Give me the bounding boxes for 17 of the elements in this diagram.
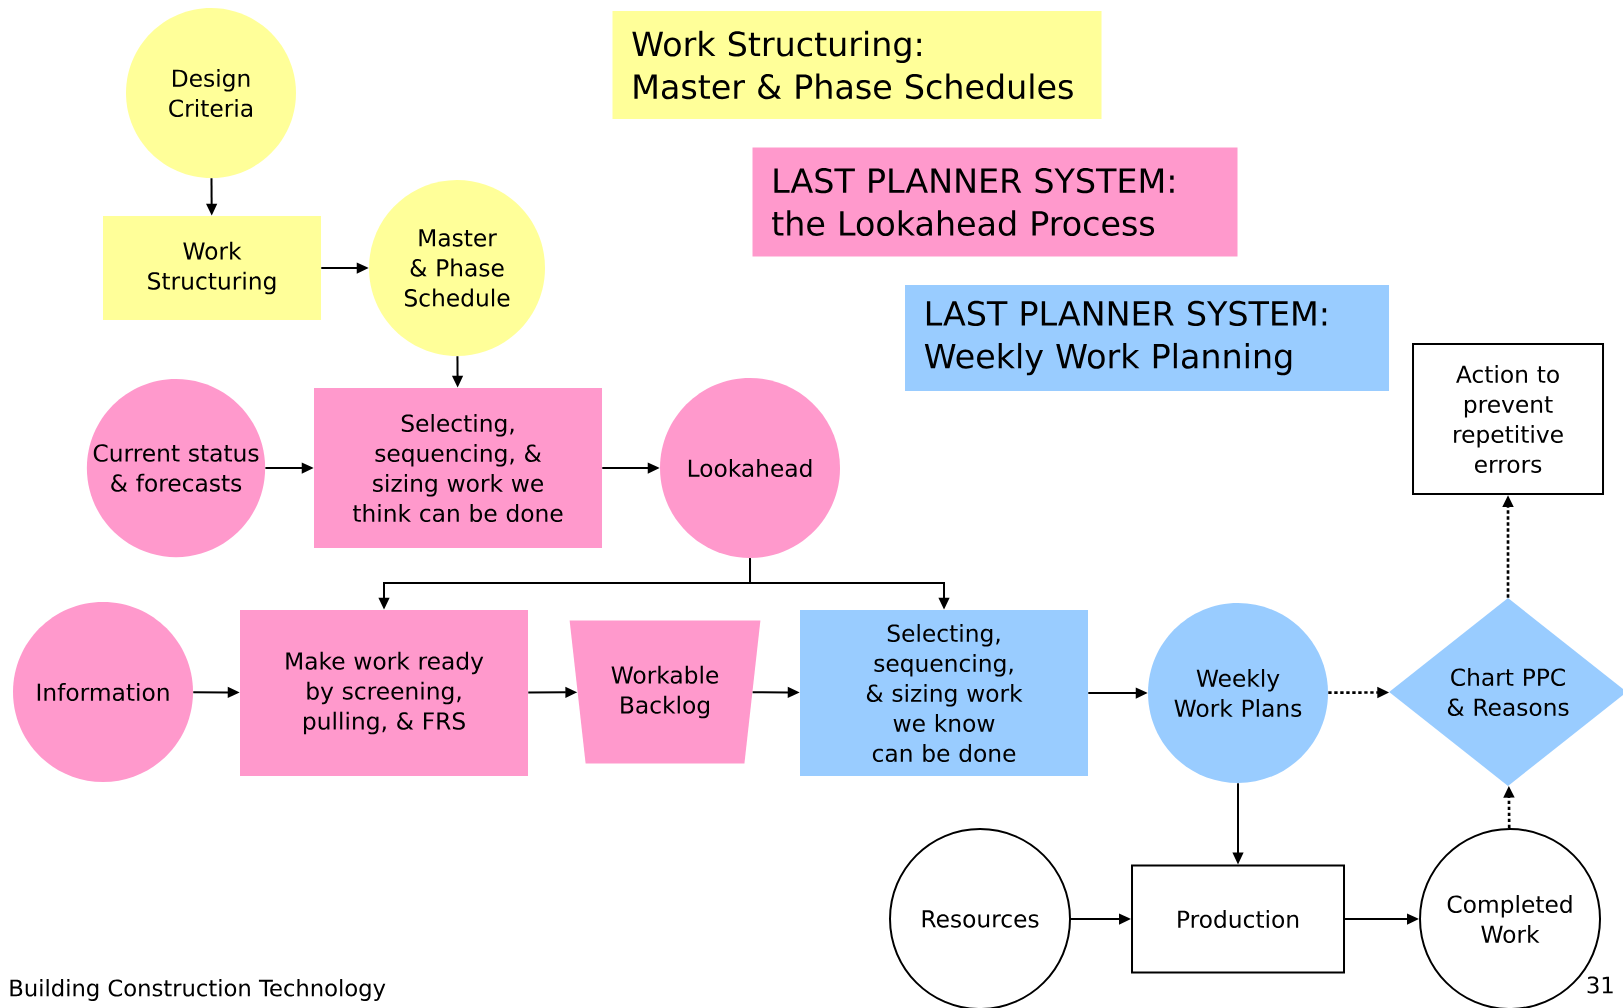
- title-box: Work Structuring: Master & Phase Schedules: [612, 11, 1102, 119]
- process-box: Selecting, sequencing, & sizing work we know can be done: [800, 610, 1088, 776]
- process-box: Make work ready by screening, pulling, & FRS: [240, 610, 528, 776]
- circle-node: Master & Phase Schedule: [369, 180, 545, 356]
- circle-node: Lookahead: [660, 378, 840, 558]
- title-box: LAST PLANNER SYSTEM: the Lookahead Process: [752, 147, 1238, 257]
- title-box: LAST PLANNER SYSTEM: Weekly Work Planning: [905, 285, 1389, 391]
- process-box: Action to prevent repetitive errors: [1412, 343, 1604, 495]
- circle-node: Information: [13, 602, 193, 782]
- circle-node: Design Criteria: [126, 8, 296, 178]
- footer-text: Building Construction Technology: [10, 979, 386, 1001]
- process-box: Work Structuring: [103, 216, 321, 320]
- circle-node: Current status & forecasts: [86, 378, 266, 558]
- circle-node: Weekly Work Plans: [1148, 603, 1328, 783]
- process-box: Production: [1131, 864, 1345, 974]
- trapezoid-node: Workable Backlog: [569, 620, 761, 764]
- process-box: Selecting, sequencing, & sizing work we think can be done: [314, 388, 602, 548]
